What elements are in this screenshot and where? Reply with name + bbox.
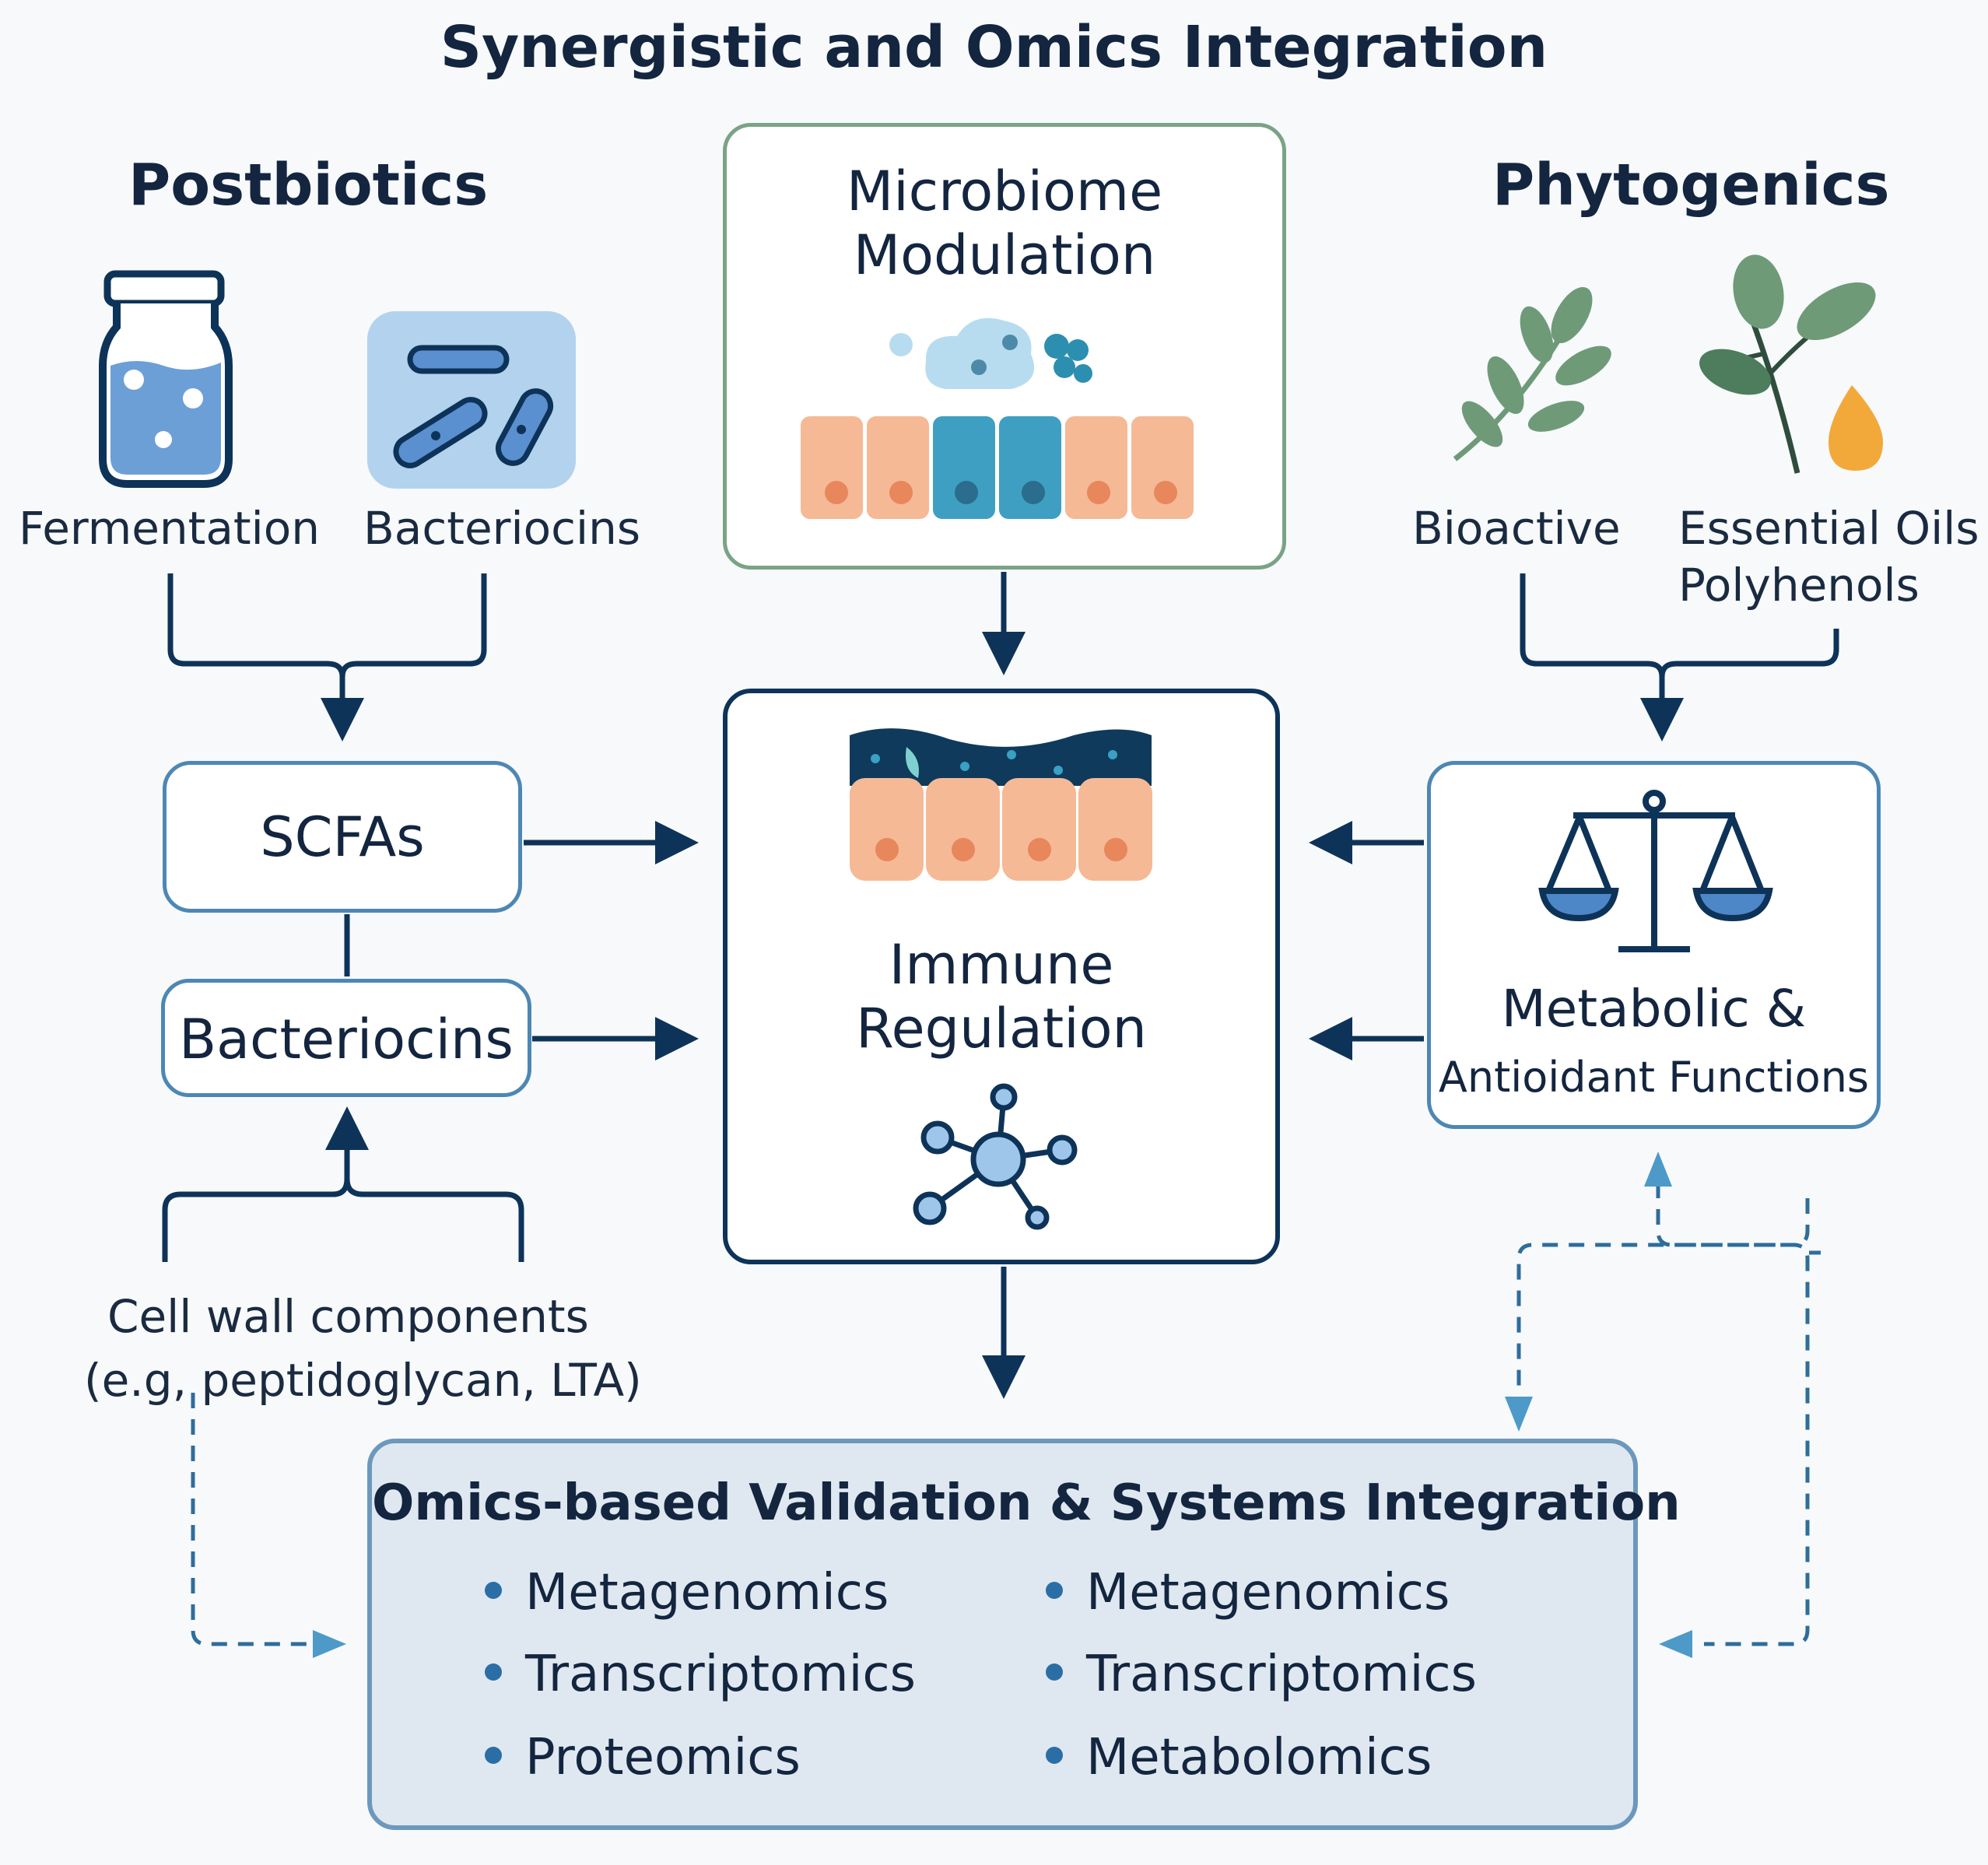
- metabolic-label-line2: Antioidant Functions: [1438, 1053, 1870, 1102]
- balance-scale-icon: [1538, 790, 1773, 952]
- essential-oils-label: Essential Oils: [1678, 502, 1979, 555]
- omics-list-item: Transcriptomics: [485, 1646, 916, 1703]
- omics-list-item: Proteomics: [485, 1729, 801, 1786]
- jar-icon: [99, 270, 233, 488]
- bullet-icon: [485, 1663, 502, 1681]
- connector-bioactive-to-metabolic: [1520, 573, 1684, 741]
- microbiome-label-line2: Modulation: [853, 223, 1156, 287]
- oil-drop-plant-icon: [1699, 254, 1883, 474]
- connector-cellwall-to-bacteriocins: [162, 1106, 369, 1262]
- metabolic-label-line1: Metabolic &: [1501, 979, 1807, 1039]
- dashed-connector-cellwall-to-omics: [191, 1393, 311, 1646]
- omics-validation-box: Omics-based Validation & Systems Integra…: [367, 1439, 1681, 1830]
- scfas-box: SCFAs: [163, 761, 522, 913]
- cell-wall-label-line2: (e.g, peptidoglycan, LTA): [84, 1354, 642, 1407]
- bioactive-label: Bioactive: [1412, 502, 1621, 555]
- microbiome-label-line1: Microbiome: [846, 160, 1163, 223]
- bacteriocins-label: Bacteriocins: [363, 502, 641, 555]
- omics-item-label: Metagenomics: [525, 1564, 889, 1621]
- bacteriocins-box: Bacteriocins: [161, 979, 531, 1097]
- leaf-sprig-icon: [1453, 286, 1611, 461]
- omics-item-label: Transcriptomics: [1086, 1646, 1477, 1703]
- bacteria-icon: [367, 311, 576, 489]
- omics-list-item: Metagenomics: [485, 1564, 889, 1621]
- dashed-arrowheads: [313, 1152, 1692, 1658]
- phytogenics-heading: Phytogenics: [1492, 152, 1890, 219]
- omics-list-item: Metabolomics: [1046, 1729, 1432, 1786]
- bullet-icon: [1046, 1747, 1063, 1765]
- dashed-connector-metabolic-to-omics: [1516, 1198, 1810, 1393]
- scfas-label: SCFAs: [260, 805, 425, 869]
- fermentation-label: Fermentation: [19, 502, 321, 555]
- omics-title: Omics-based Validation & Systems Integra…: [372, 1474, 1681, 1532]
- bullet-icon: [1046, 1663, 1063, 1681]
- omics-item-label: Metagenomics: [1086, 1564, 1450, 1621]
- network-node-icon: [913, 1083, 1078, 1230]
- polyphenols-label: Polyhenols: [1678, 559, 1920, 612]
- diagram-title: Synergistic and Omics Integration: [440, 14, 1548, 81]
- omics-list-item: Transcriptomics: [1046, 1646, 1477, 1703]
- immune-label-line2: Regulation: [856, 997, 1147, 1060]
- omics-item-label: Transcriptomics: [525, 1646, 916, 1703]
- bacteriocins-box-label: Bacteriocins: [179, 1008, 514, 1071]
- postbiotics-heading: Postbiotics: [128, 152, 489, 219]
- omics-list-item: Metagenomics: [1046, 1564, 1450, 1621]
- omics-item-label: Proteomics: [525, 1729, 801, 1786]
- cell-wall-label-line1: Cell wall components: [107, 1290, 589, 1343]
- bullet-icon: [1046, 1582, 1063, 1600]
- tissue-icon: [850, 728, 1152, 881]
- bullet-icon: [485, 1747, 502, 1765]
- dashed-connector-loop-right: [1656, 1183, 1810, 1646]
- bullet-icon: [485, 1582, 502, 1600]
- dashed-connectors: [191, 1183, 1821, 1646]
- solid-connectors: [162, 572, 1839, 1399]
- immune-label-line1: Immune: [889, 933, 1114, 997]
- gut-epithelium-icon: [801, 317, 1194, 519]
- connector-fermentation-to-scfa: [167, 573, 364, 741]
- omics-item-label: Metabolomics: [1086, 1729, 1432, 1786]
